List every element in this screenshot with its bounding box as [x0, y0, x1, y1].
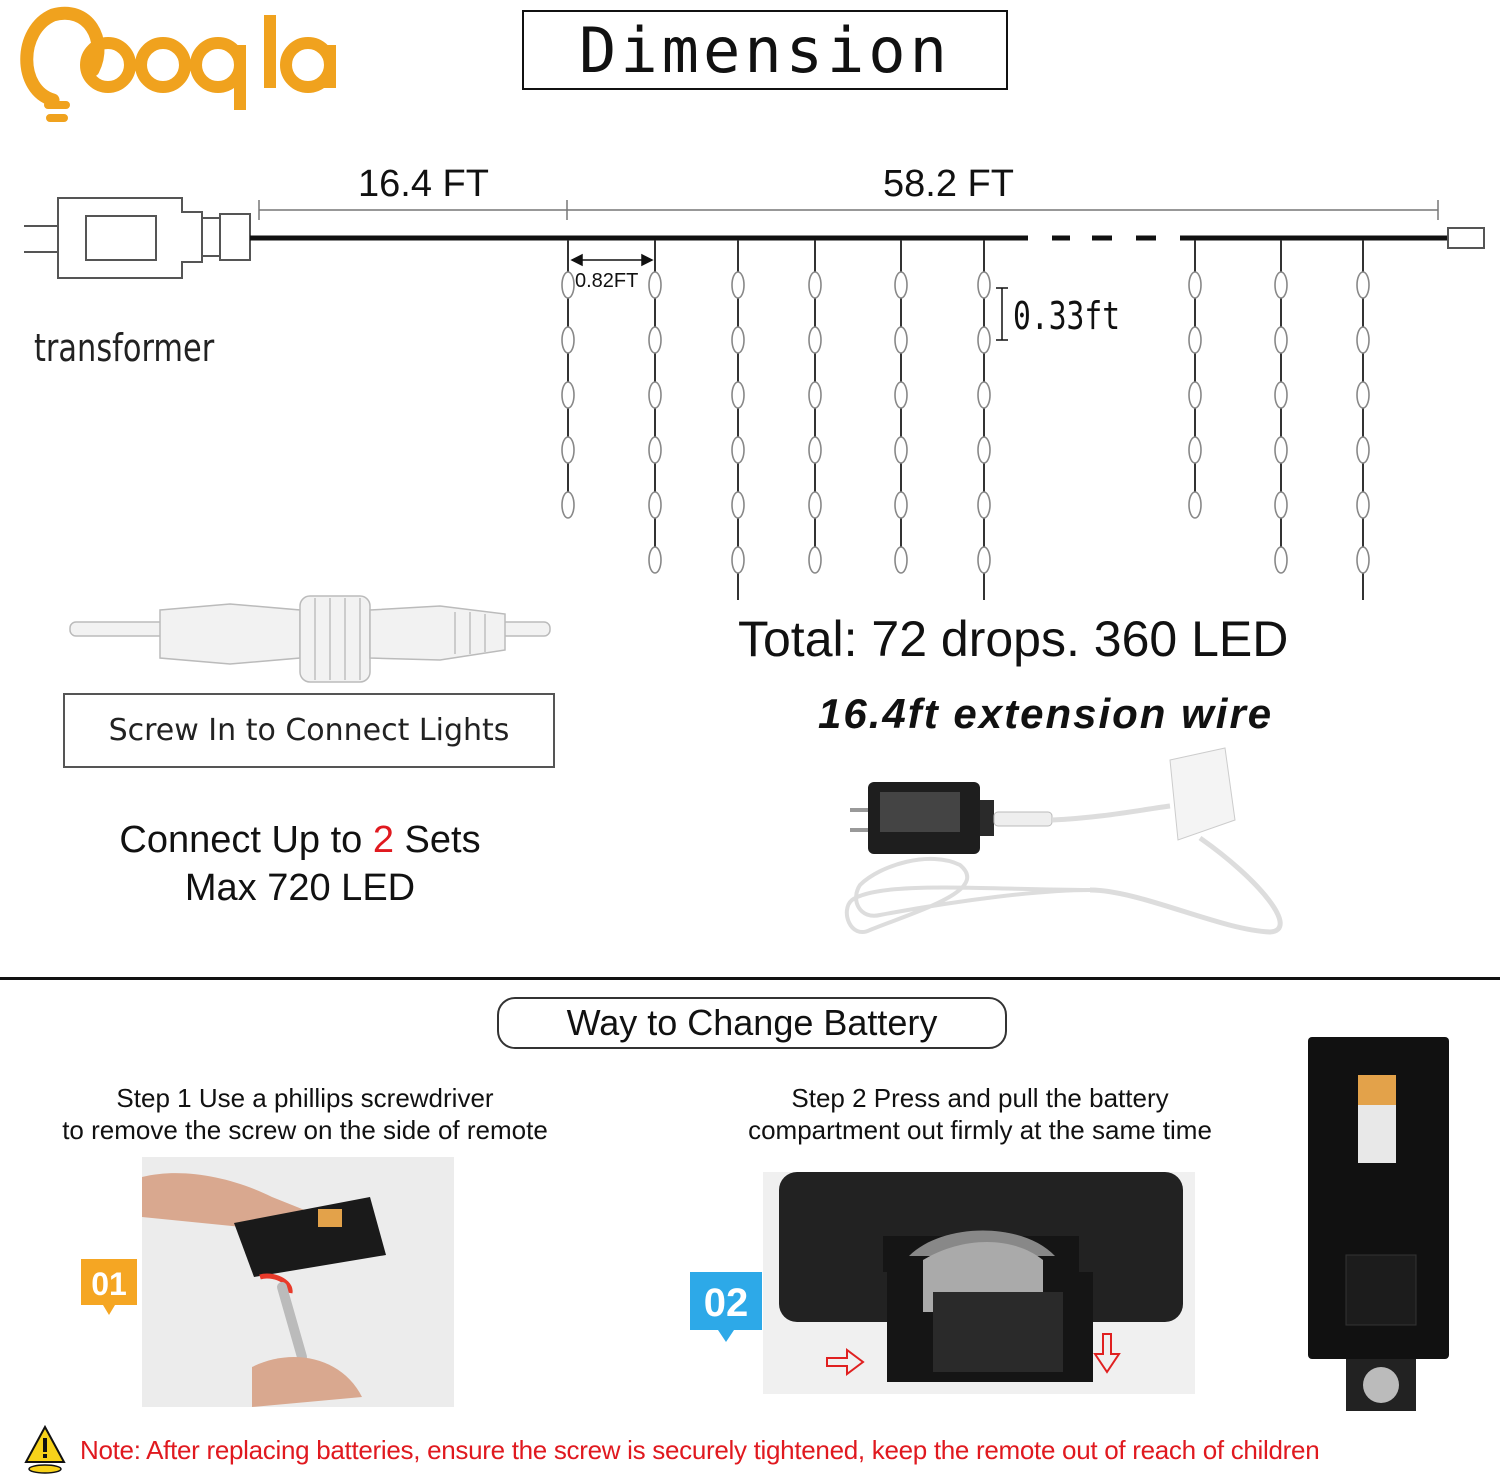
step1-badge: 01 [81, 1259, 137, 1315]
led-bulb [731, 326, 745, 354]
led-bulb [894, 491, 908, 519]
led-bulb [731, 381, 745, 409]
led-bulb [808, 326, 822, 354]
led-bulb [1188, 271, 1202, 299]
step2-badge: 02 [690, 1272, 762, 1342]
led-bulb [1356, 436, 1370, 464]
led-bulb [1356, 491, 1370, 519]
led-bulb [1188, 381, 1202, 409]
led-bulb [894, 326, 908, 354]
led-bulb [1188, 436, 1202, 464]
led-bulb [648, 271, 662, 299]
warning-icon [24, 1424, 66, 1474]
total-summary: Total: 72 drops. 360 LED [738, 611, 1289, 667]
screw-connector-image [69, 595, 551, 683]
step2-photo [763, 1172, 1195, 1394]
led-bulb [1274, 326, 1288, 354]
led-bulb [977, 326, 991, 354]
led-bulb [648, 326, 662, 354]
transformer-icon [24, 197, 251, 279]
led-bulb [894, 546, 908, 574]
transformer-label: transformer [34, 326, 215, 370]
led-bulb [894, 381, 908, 409]
led-bulb [1188, 491, 1202, 519]
dimension-title: Dimension [579, 13, 951, 87]
section-divider [0, 977, 1500, 980]
remote-control-image [1308, 1037, 1449, 1411]
led-bulb [808, 546, 822, 574]
screw-connect-caption-box: Screw In to Connect Lights [63, 693, 555, 768]
led-bulb [808, 436, 822, 464]
led-bulb [977, 491, 991, 519]
led-bulb [894, 436, 908, 464]
step2-line2: compartment out firmly at the same time [748, 1115, 1212, 1145]
drop-spacing-label: 0.82FT [575, 270, 639, 292]
led-spacing-label: 0.33ft [1013, 294, 1121, 338]
led-bulb [1274, 546, 1288, 574]
led-bulb [1356, 546, 1370, 574]
step1-photo [142, 1157, 454, 1407]
led-bulb [648, 436, 662, 464]
pooqla-logo [20, 6, 336, 122]
led-bulb [1356, 326, 1370, 354]
dimension-title-box: Dimension [522, 10, 1008, 90]
led-bulb [1188, 326, 1202, 354]
led-bulb [977, 436, 991, 464]
connect-count: 2 [372, 819, 394, 861]
led-bulb [731, 491, 745, 519]
screw-connect-caption: Screw In to Connect Lights [108, 713, 510, 748]
led-bulb [977, 271, 991, 299]
led-bulb [731, 271, 745, 299]
led-bulb [1356, 271, 1370, 299]
led-bulb [731, 436, 745, 464]
led-bulb [561, 271, 575, 299]
led-bulb [561, 326, 575, 354]
connect-prefix: Connect Up to [119, 819, 373, 861]
led-bulb [894, 271, 908, 299]
step1-instructions: Step 1 Use a phillips screwdriver to rem… [10, 1082, 600, 1146]
light-dimension-diagram [24, 197, 1485, 600]
lights-length-label: 58.2 FT [883, 163, 1014, 205]
battery-title: Way to Change Battery [566, 1002, 938, 1043]
max-led-line: Max 720 LED [184, 867, 416, 909]
led-bulb [808, 491, 822, 519]
power-adapter-image [844, 747, 1283, 935]
extension-wire-label: 16.4ft extension wire [818, 690, 1274, 737]
connect-sets-info: Connect Up to 2 Sets Max 720 LED [50, 816, 550, 912]
led-bulb [561, 381, 575, 409]
step2-badge-text: 02 [704, 1281, 749, 1325]
led-bulb [731, 546, 745, 574]
step2-instructions: Step 2 Press and pull the battery compar… [690, 1082, 1270, 1146]
led-bulb [977, 546, 991, 574]
extension-length-label: 16.4 FT [358, 163, 489, 205]
led-bulb [648, 491, 662, 519]
led-bulb [808, 271, 822, 299]
led-bulb [561, 491, 575, 519]
led-bulb [808, 381, 822, 409]
led-bulb [1356, 381, 1370, 409]
led-bulb [648, 546, 662, 574]
step2-line1: Step 2 Press and pull the battery [791, 1083, 1169, 1113]
led-bulb [977, 381, 991, 409]
led-bulb [1274, 381, 1288, 409]
step1-line2: to remove the screw on the side of remot… [62, 1115, 548, 1145]
led-bulb [561, 436, 575, 464]
step1-badge-text: 01 [91, 1266, 127, 1302]
led-bulb [1274, 271, 1288, 299]
battery-title-box: Way to Change Battery [497, 997, 1007, 1049]
connect-suffix: Sets [394, 819, 481, 861]
connect-sets-line: Connect Up to 2 Sets [50, 816, 550, 864]
led-bulb [1274, 436, 1288, 464]
led-bulb [1274, 491, 1288, 519]
battery-safety-note: Note: After replacing batteries, ensure … [80, 1435, 1320, 1465]
led-bulb [648, 381, 662, 409]
step1-line1: Step 1 Use a phillips screwdriver [116, 1083, 494, 1113]
